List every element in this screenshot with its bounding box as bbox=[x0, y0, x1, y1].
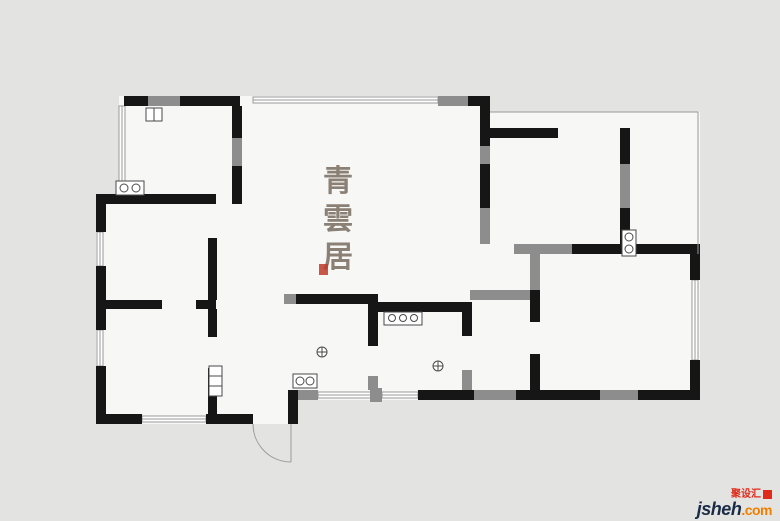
fixture-burner bbox=[295, 376, 305, 386]
title-char-3: 居 bbox=[323, 240, 353, 275]
wall-segment bbox=[474, 390, 516, 400]
fixture bbox=[208, 365, 223, 397]
watermark-top-line: 聚设汇 bbox=[697, 488, 772, 501]
wall-segment bbox=[368, 376, 378, 390]
wall-segment bbox=[480, 164, 490, 208]
fixture bbox=[621, 229, 637, 257]
wall-segment bbox=[232, 138, 242, 166]
fixture-burner bbox=[624, 244, 634, 254]
wall-segment bbox=[368, 294, 378, 346]
wall-segment bbox=[468, 96, 490, 106]
fixture-burner bbox=[399, 314, 407, 322]
wall-segment bbox=[180, 96, 240, 106]
wall-segment bbox=[480, 106, 490, 146]
wall-segment bbox=[206, 414, 253, 424]
plan-title: 青 雲 居 bbox=[317, 163, 359, 277]
watermark-brand-name: jsheh bbox=[696, 499, 742, 520]
wall-segment bbox=[96, 366, 106, 424]
wall-segment bbox=[480, 146, 490, 164]
wall-segment bbox=[516, 390, 600, 400]
wall-segment bbox=[530, 254, 540, 290]
wall-segment bbox=[462, 370, 472, 390]
wall-segment bbox=[600, 390, 638, 400]
watermark-brand: jsheh.com bbox=[696, 499, 773, 520]
wall-segment bbox=[288, 390, 318, 400]
wall-segment bbox=[296, 294, 368, 304]
fixture-burner bbox=[388, 314, 396, 322]
wall-segment bbox=[232, 166, 242, 204]
wall-segment bbox=[620, 128, 630, 164]
wall-segment bbox=[370, 388, 382, 402]
wall-segment bbox=[106, 300, 162, 309]
fixture-burner bbox=[624, 232, 634, 242]
wall-segment bbox=[284, 294, 296, 304]
fixture bbox=[292, 373, 318, 389]
wall-segment bbox=[96, 414, 142, 424]
wall-segment bbox=[530, 354, 540, 390]
wall-segment bbox=[480, 208, 490, 244]
wall-segment bbox=[462, 302, 472, 336]
fixture-burner bbox=[131, 183, 141, 193]
wall-segment bbox=[288, 390, 298, 424]
wall-segment bbox=[208, 309, 217, 337]
wall-segment bbox=[96, 194, 106, 232]
wall-segment bbox=[690, 254, 700, 280]
wall-segment bbox=[96, 266, 106, 330]
wall-segment bbox=[106, 194, 216, 204]
door-swing bbox=[252, 423, 292, 463]
wall-segment bbox=[470, 290, 532, 300]
wall-segment bbox=[148, 96, 180, 106]
wall-segment bbox=[530, 290, 540, 322]
wall-segment bbox=[378, 302, 470, 312]
watermark: 聚设汇 jsheh.com bbox=[696, 488, 773, 520]
wall-segment bbox=[490, 128, 558, 138]
fixture-burner bbox=[305, 376, 315, 386]
watermark-tld: .com bbox=[741, 502, 772, 519]
watermark-seal-icon bbox=[763, 490, 772, 500]
wall-segment bbox=[638, 390, 700, 400]
wall-segment bbox=[208, 238, 217, 300]
title-char-1: 青 bbox=[323, 164, 353, 199]
watermark-cn-label: 聚设汇 bbox=[731, 488, 761, 500]
wall-segment bbox=[418, 390, 474, 400]
wall-segment bbox=[690, 360, 700, 400]
floor-area bbox=[96, 96, 700, 424]
wall-segment bbox=[620, 164, 630, 208]
wall-segment bbox=[232, 106, 242, 138]
wall-segment bbox=[620, 208, 630, 244]
fixture-burner bbox=[119, 183, 129, 193]
fixture-burner bbox=[410, 314, 418, 322]
fixture bbox=[383, 311, 423, 326]
wall-segment bbox=[196, 300, 216, 309]
wall-segment bbox=[438, 96, 468, 106]
wall-segment bbox=[124, 96, 148, 106]
wall-segment bbox=[514, 244, 572, 254]
seal-stamp bbox=[319, 264, 328, 275]
title-char-2: 雲 bbox=[323, 202, 353, 237]
